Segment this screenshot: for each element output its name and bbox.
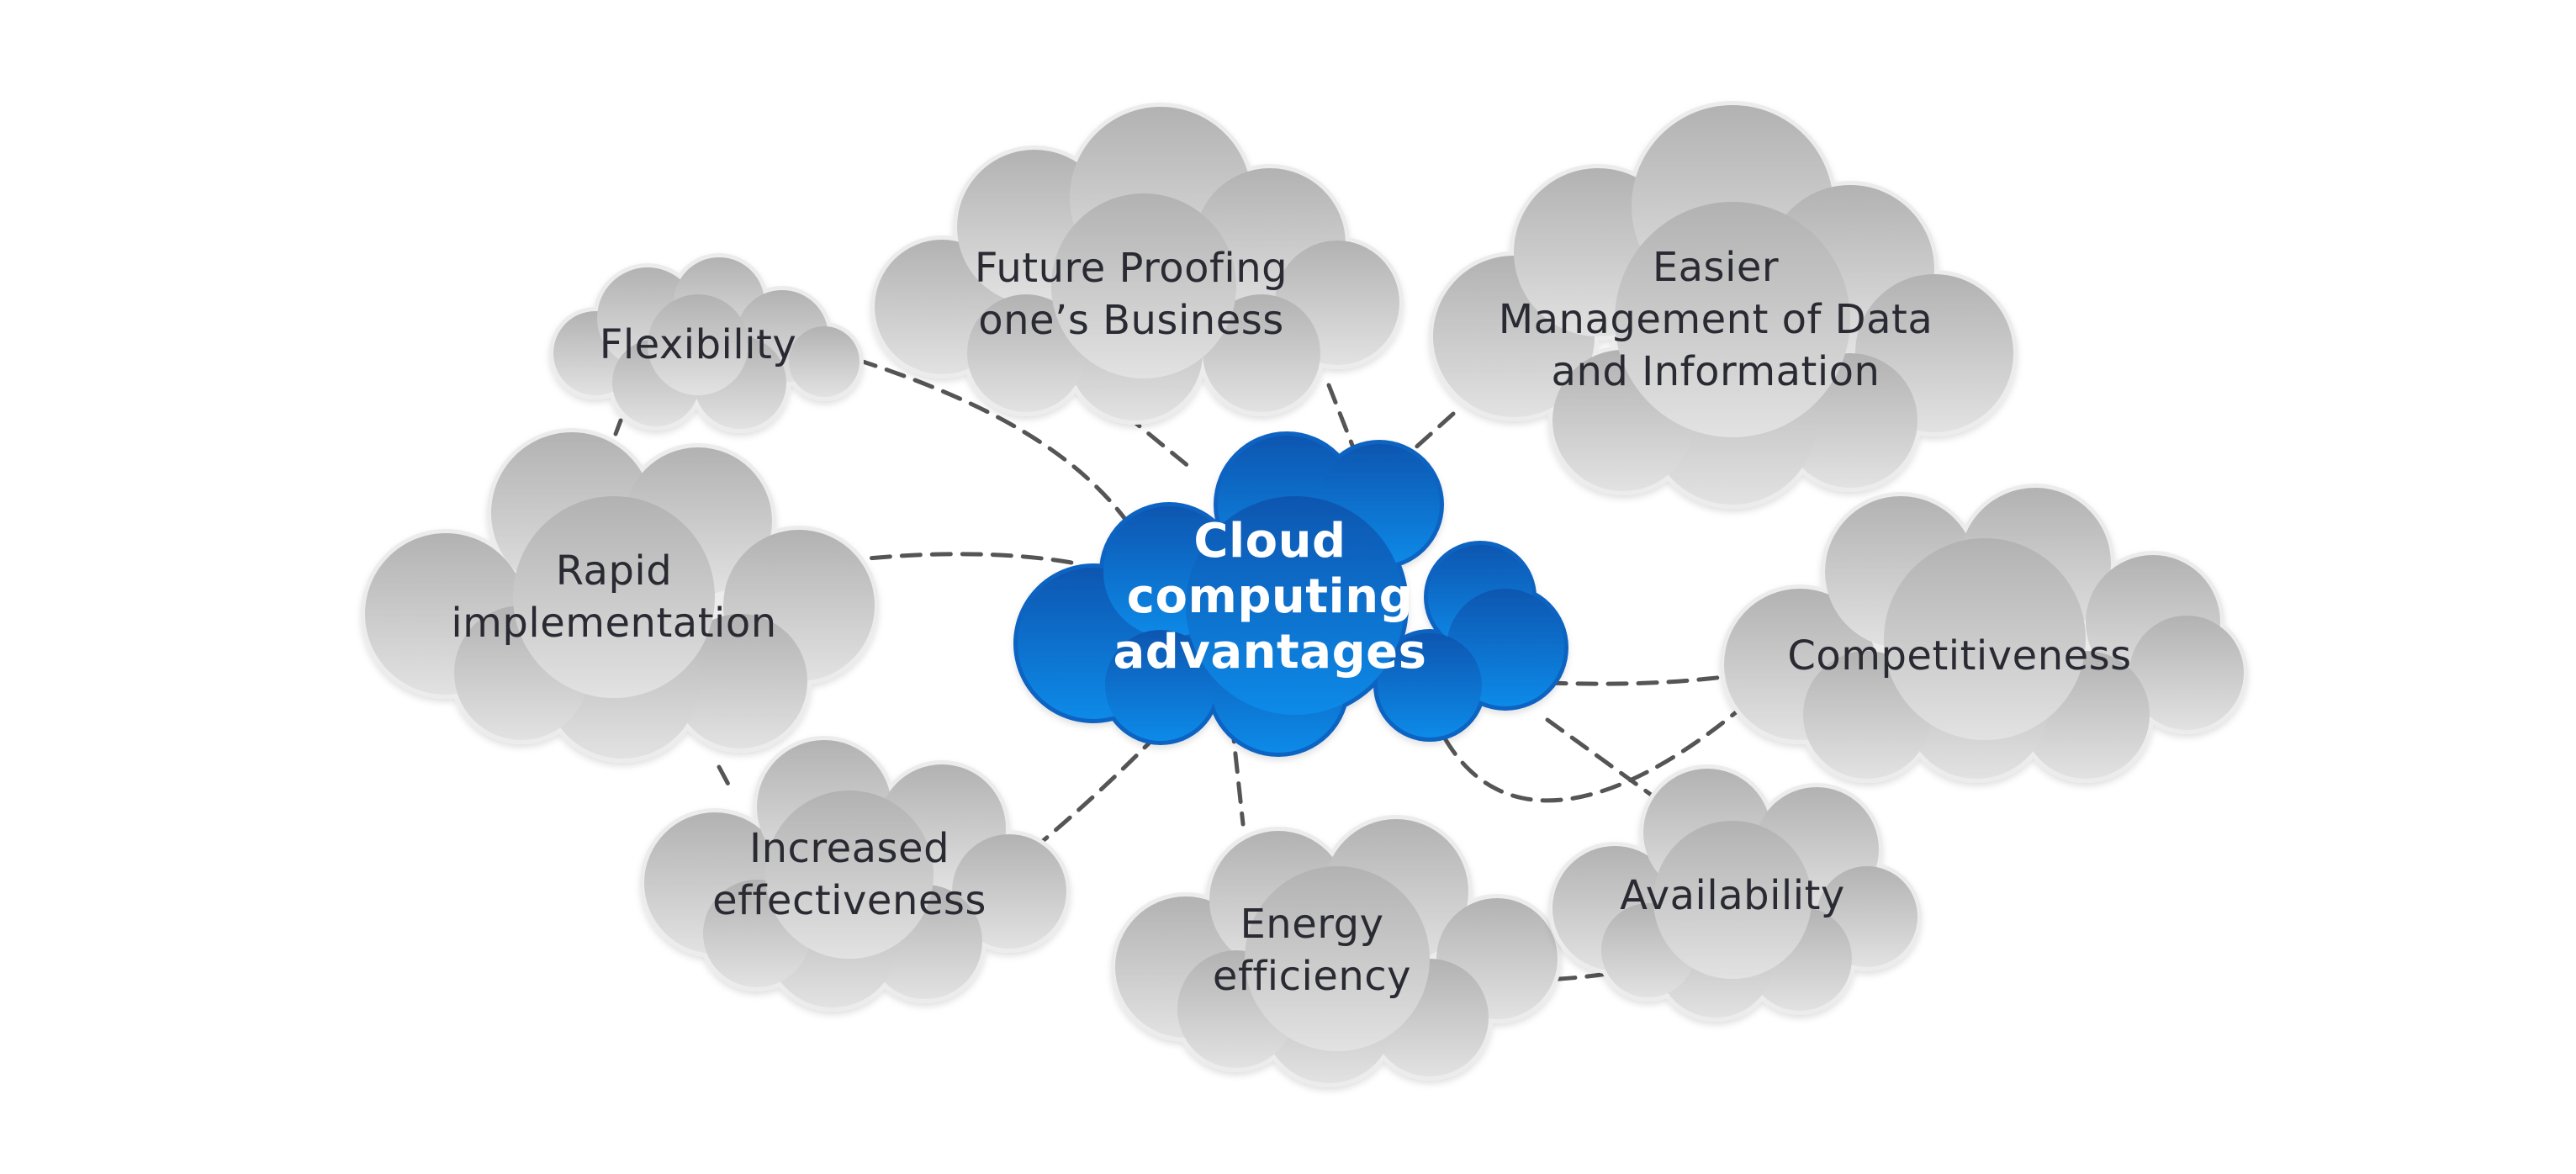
cloud-rapid-implementation bbox=[361, 428, 879, 763]
center-cloud-label: Cloud computing advantages bbox=[1113, 514, 1427, 680]
cloud-increased-effectiveness-bump bbox=[952, 834, 1066, 949]
cloud-future-proofing-bump bbox=[1051, 193, 1236, 378]
energy-efficiency-label: Energy efficiency bbox=[1212, 901, 1412, 1000]
cloud-rapid-implementation-bump bbox=[673, 614, 807, 748]
cloud-rapid-implementation-bump bbox=[513, 496, 715, 698]
availability-label: Availability bbox=[1620, 872, 1845, 919]
cloud-competitiveness bbox=[1720, 484, 2248, 783]
cloud-flexibility-bump bbox=[648, 294, 748, 395]
cloud-center bbox=[1013, 431, 1568, 757]
cloud-future-proofing-bump bbox=[967, 294, 1085, 412]
connector-availability bbox=[1545, 717, 1659, 801]
cloud-center-bump bbox=[1186, 496, 1404, 715]
easier-management-label: Easier Management of Data and Informatio… bbox=[1498, 244, 1933, 395]
cloud-energy-efficiency bbox=[1111, 815, 1562, 1087]
cloud-shapes bbox=[361, 101, 2248, 1087]
competitiveness-label: Competitiveness bbox=[1787, 632, 2132, 680]
cloud-future-proofing bbox=[870, 103, 1404, 425]
connector-competitiveness-b bbox=[1442, 702, 1748, 803]
cloud-energy-efficiency-bump bbox=[1245, 866, 1430, 1051]
connector-flexibility-rapid bbox=[613, 418, 623, 436]
rapid-implementation-label: Rapid implementation bbox=[451, 547, 777, 647]
cloud-flexibility-bump bbox=[789, 326, 860, 397]
future-proofing-label: Future Proofing one’s Business bbox=[974, 245, 1288, 344]
cloud-center-bump bbox=[1105, 630, 1216, 741]
increased-effectiveness-label: Increased effectiveness bbox=[712, 825, 986, 924]
cloud-flexibility bbox=[549, 253, 864, 433]
connector-competitiveness-a bbox=[1545, 674, 1727, 686]
flexibility-label: Flexibility bbox=[599, 321, 797, 368]
cloud-easier-management-bump bbox=[1615, 202, 1850, 437]
connector-rapid-increased bbox=[717, 764, 734, 793]
connector-flexibility bbox=[855, 357, 1129, 524]
cloud-availability-bump bbox=[1653, 821, 1812, 979]
cloud-center-bump bbox=[1378, 633, 1482, 738]
cloud-future-proofing-bump bbox=[1203, 294, 1320, 412]
cloud-increased-effectiveness bbox=[640, 736, 1071, 1012]
cloud-competitiveness-bump bbox=[1884, 538, 2086, 740]
cloud-easier-management bbox=[1429, 101, 2018, 509]
cloud-competitiveness-bump bbox=[2129, 616, 2244, 730]
cloud-availability bbox=[1548, 764, 1922, 1022]
cloud-increased-effectiveness-bump bbox=[765, 791, 934, 959]
